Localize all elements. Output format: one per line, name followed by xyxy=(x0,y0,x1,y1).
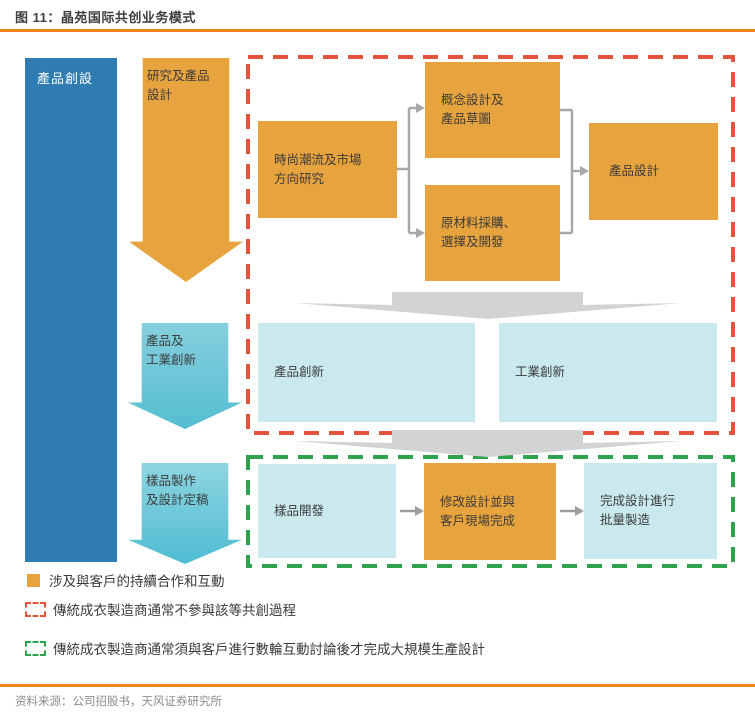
bottom-orange-rule xyxy=(0,684,755,687)
phase-column-product-creation: 產品創設 xyxy=(25,58,117,562)
arrowhead-to-design xyxy=(580,166,589,176)
stage-arrow-sample-finalize: 樣品製作 及設計定稿 xyxy=(128,463,242,564)
box-raw-material-sourcing: 原材料採購、 選擇及開發 xyxy=(425,185,560,281)
orange-square-swatch-icon xyxy=(27,573,40,587)
box-fashion-trend-research: 時尚潮流及市場 方向研究 xyxy=(258,121,397,218)
chevron-separator-1 xyxy=(295,292,681,319)
red-dashed-box-swatch-icon xyxy=(25,601,46,617)
top-orange-rule xyxy=(0,29,755,32)
box-complete-design-mass-production: 完成設計進行 批量製造 xyxy=(584,463,717,559)
arrow-modify-to-complete-head xyxy=(575,506,584,516)
arrowhead-to-concept xyxy=(416,103,425,113)
source-note: 资料来源：公司招股书，天风证券研究所 xyxy=(15,696,222,708)
box-product-innovation: 產品創新 xyxy=(258,323,475,422)
legend-item-green-zone: 傳統成衣製造商通常須與客戶進行數輪互動討論後才完成大規模生產設計 xyxy=(25,638,485,658)
stage-arrow-research-design: 研究及產品 設計 xyxy=(129,58,243,282)
legend-item-red-zone: 傳統成衣製造商通常不參與該等共創過程 xyxy=(25,599,296,619)
box-product-design: 產品設計 xyxy=(589,123,718,220)
legend-item-client-collaboration: 涉及與客戶的持續合作和互動 xyxy=(27,570,225,590)
chevron-separator-2 xyxy=(295,430,681,457)
box-concept-design-sketch: 概念設計及 產品草圖 xyxy=(425,62,560,158)
figure-title: 图 11：晶苑国际共创业务模式 xyxy=(15,10,196,25)
arrow-sample-to-modify-head xyxy=(415,506,424,516)
box-industrial-innovation: 工業創新 xyxy=(499,323,717,422)
box-sample-development: 樣品開發 xyxy=(258,464,396,558)
legend-label: 傳統成衣製造商通常不參與該等共創過程 xyxy=(53,603,296,618)
stage-arrow-product-industrial-innovation: 產品及 工業創新 xyxy=(128,323,242,429)
box-modify-design-with-client: 修改設計並與 客戶現場完成 xyxy=(424,463,556,560)
connector-merge xyxy=(560,108,580,235)
legend-label: 傳統成衣製造商通常須與客戶進行數輪互動討論後才完成大規模生產設計 xyxy=(53,642,485,657)
arrowhead-to-materials xyxy=(416,228,425,238)
connector-split xyxy=(397,106,416,235)
legend-label: 涉及與客戶的持續合作和互動 xyxy=(49,574,225,589)
green-dashed-box-swatch-icon xyxy=(25,640,46,656)
